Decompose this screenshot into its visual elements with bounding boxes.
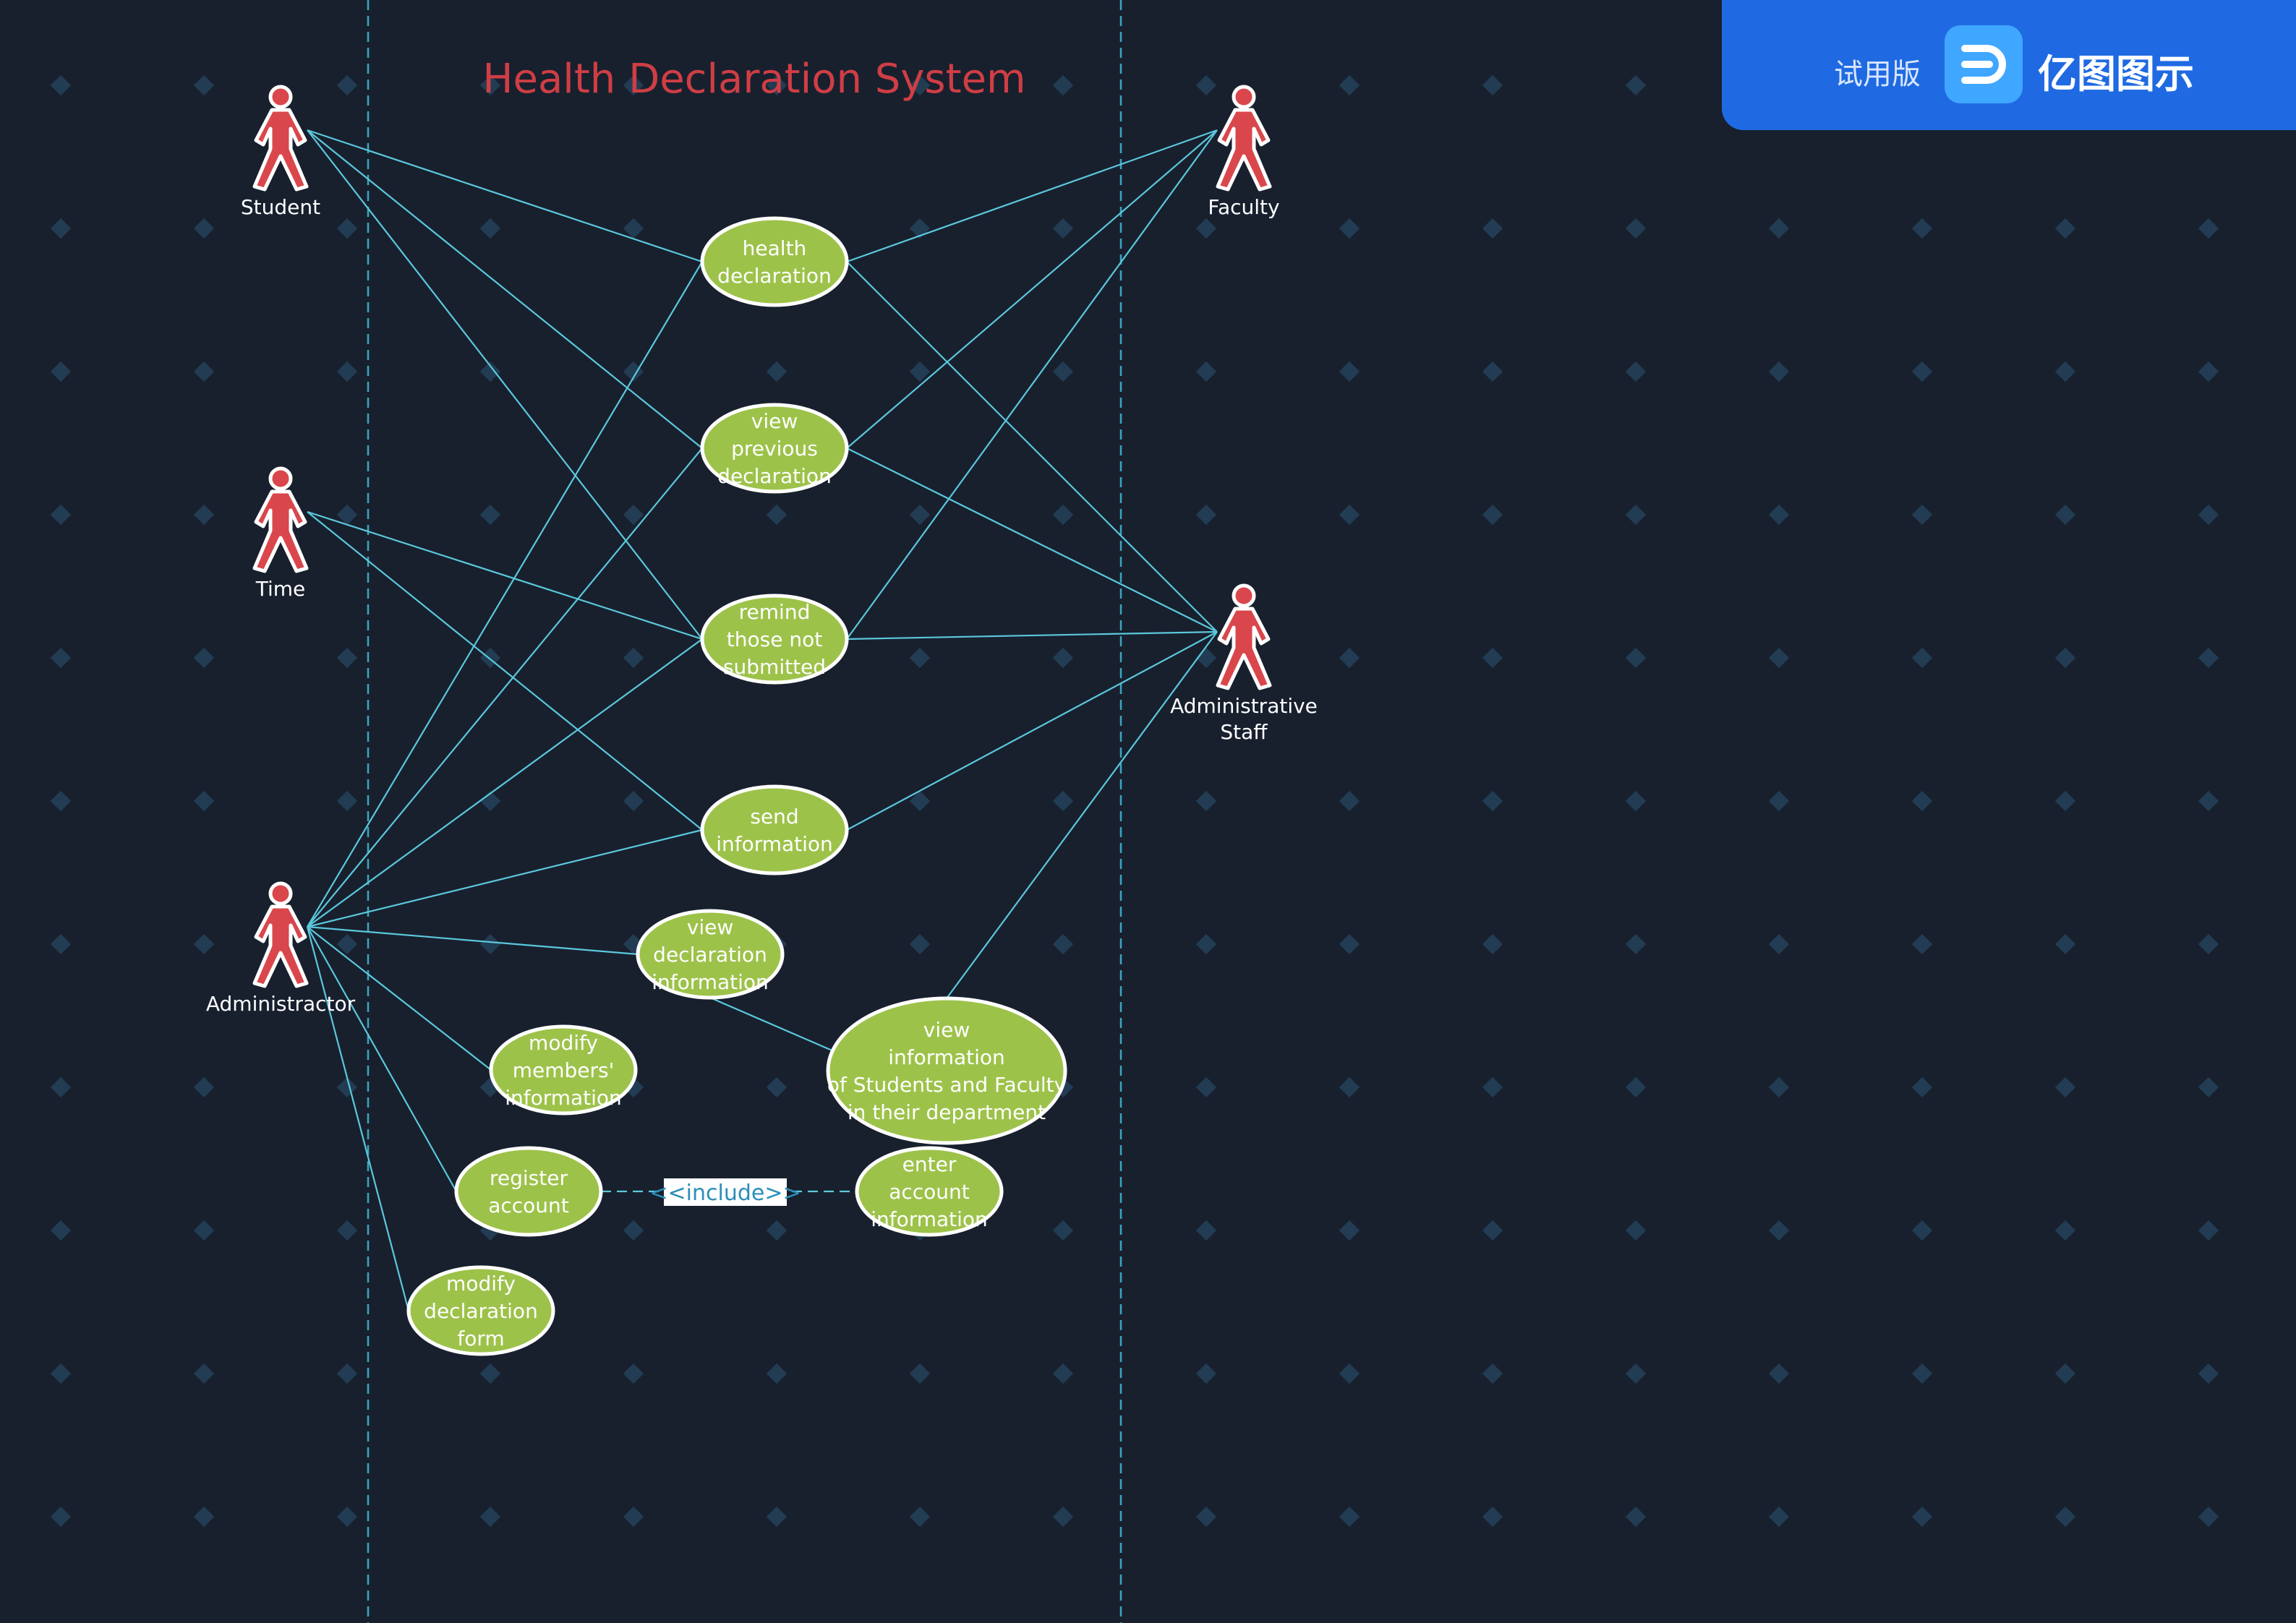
usecase-label: declaration: [653, 943, 767, 967]
association-line: [846, 129, 1218, 263]
actor-figure-icon: [1216, 583, 1272, 690]
association-line: [307, 129, 703, 449]
actor-student[interactable]: Student: [241, 85, 320, 219]
usecase-vdi[interactable]: view declaration information: [636, 909, 785, 1000]
usecase-label: declaration: [717, 264, 832, 288]
actor-time[interactable]: Time: [252, 466, 309, 601]
usecase-label: view: [687, 915, 733, 939]
watermark-badge[interactable]: 试用版 亿图图示: [1722, 0, 2296, 130]
usecase-label: send: [750, 805, 798, 828]
association-line: [846, 631, 1218, 831]
usecase-send[interactable]: send information: [700, 784, 849, 875]
usecase-ellipse: [636, 909, 785, 1000]
usecase-vpd[interactable]: view previous declaration: [700, 403, 849, 494]
usecase-label: enter: [902, 1152, 957, 1176]
association-line: [307, 510, 703, 641]
edraw-logo-icon: [1945, 25, 2023, 103]
actor-label: Staff: [1220, 720, 1268, 744]
actor-figure-icon: [252, 466, 309, 573]
usecase-hd[interactable]: health declaration: [700, 216, 849, 307]
association-line: [946, 631, 1218, 999]
brand-label: 亿图图示: [2038, 51, 2194, 97]
usecase-label: submitted: [723, 655, 826, 679]
usecase-label: form: [457, 1327, 504, 1350]
usecase-mmi[interactable]: modify members' information: [489, 1024, 638, 1115]
usecase-mdf[interactable]: modify declaration form: [406, 1265, 555, 1356]
usecase-label: previous: [731, 437, 818, 461]
usecase-label: view: [923, 1018, 970, 1042]
diagram-title: Health Declaration System: [482, 56, 1025, 103]
association-line: [307, 925, 639, 956]
usecase-ellipse: [700, 594, 849, 685]
usecase-label: modify: [446, 1272, 516, 1296]
association-line: [307, 511, 703, 831]
association-line: [846, 630, 1218, 641]
usecase-label: in their department: [848, 1100, 1046, 1124]
actor-label: Administractor: [206, 992, 356, 1016]
usecase-label: information: [888, 1045, 1005, 1069]
trial-label: 试用版: [1834, 58, 1921, 91]
usecase-label: information: [505, 1086, 622, 1110]
usecase-label: information: [652, 970, 769, 994]
association-line: [307, 638, 703, 928]
usecase-label: account: [889, 1180, 970, 1204]
usecase-label: declaration: [424, 1299, 538, 1323]
usecase-label: health: [743, 236, 807, 260]
usecase-ellipse: [700, 784, 849, 875]
usecase-label: remind: [739, 600, 811, 624]
association-line: [846, 447, 1218, 633]
usecase-label: account: [488, 1194, 569, 1217]
association-line: [846, 129, 1218, 449]
association-line: [307, 828, 703, 928]
usecase-ellipse: [700, 403, 849, 494]
usecase-label: information: [871, 1207, 988, 1231]
usecase-label: those not: [727, 628, 822, 651]
association-line: [307, 261, 703, 928]
usecase-ellipse: [489, 1024, 638, 1115]
actor-label: Administrative: [1170, 694, 1318, 718]
usecase-ellipse: [406, 1265, 555, 1356]
association-line: [709, 996, 846, 1058]
actor-label: Time: [255, 577, 306, 601]
usecase-ellipse: [454, 1146, 603, 1237]
usecase-reg[interactable]: register account: [454, 1146, 603, 1237]
usecase-label: of Students and Faculty: [827, 1073, 1066, 1097]
actor-admin[interactable]: Administractor: [206, 881, 356, 1016]
association-line: [846, 129, 1218, 640]
association-line: [307, 447, 703, 928]
usecase-label: view: [751, 409, 798, 433]
usecase-label: register: [490, 1166, 568, 1190]
actor-faculty[interactable]: Faculty: [1208, 85, 1280, 219]
actor-label: Student: [241, 195, 320, 219]
usecase-label: declaration: [717, 464, 832, 488]
usecase-ellipse: [855, 1146, 1004, 1237]
actor-figure-icon: [1216, 85, 1272, 192]
usecase-rem[interactable]: remind those not submitted: [700, 594, 849, 685]
actor-figure-icon: [252, 85, 309, 192]
association-line: [306, 926, 410, 1311]
usecase-ellipse: [700, 216, 849, 307]
include-label: <<include>>: [649, 1181, 801, 1206]
association-line: [846, 261, 1218, 633]
usecase-vis[interactable]: view information of Students and Faculty in…: [826, 996, 1067, 1145]
actor-label: Faculty: [1208, 195, 1279, 219]
usecase-label: information: [716, 832, 833, 856]
association-line: [307, 926, 457, 1192]
usecase-ellipse: [826, 996, 1067, 1145]
association-line: [307, 129, 703, 640]
usecase-label: members': [513, 1058, 615, 1082]
actor-figure-icon: [252, 881, 309, 988]
usecase-label: modify: [529, 1031, 598, 1055]
association-line: [307, 129, 703, 263]
include-label-bg: [664, 1178, 787, 1206]
usecase-enter[interactable]: enter account information: [855, 1146, 1004, 1237]
association-line: [307, 926, 492, 1071]
